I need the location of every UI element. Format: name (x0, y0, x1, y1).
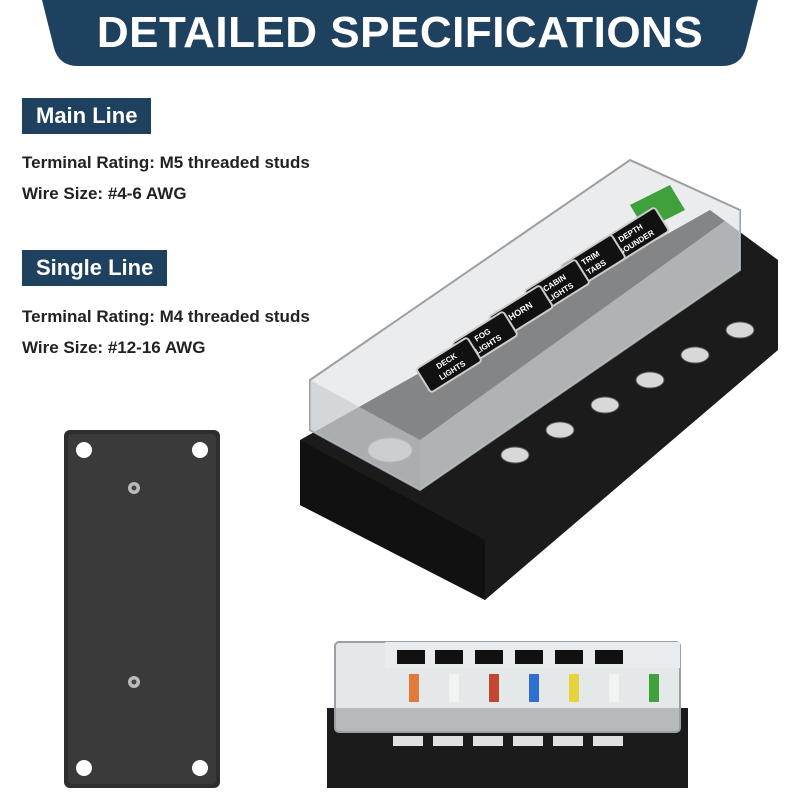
single-line-terminal-rating: Terminal Rating: M4 threaded studs (22, 307, 310, 326)
fuse-block-bottom-view (64, 430, 220, 788)
fuse-block-front-view (327, 641, 688, 788)
header-banner: DETAILED SPECIFICATIONS (42, 0, 758, 66)
mount-hole-icon (76, 760, 92, 776)
fuse-block-angled-view (300, 158, 778, 600)
mount-hole-icon (76, 442, 92, 458)
main-line-label: Main Line (22, 98, 152, 134)
single-line-label: Single Line (22, 250, 168, 286)
mount-hole-icon (192, 442, 208, 458)
main-line-terminal-rating: Terminal Rating: M5 threaded studs (22, 153, 310, 172)
banner-shape (42, 0, 758, 66)
main-line-wire-size: Wire Size: #4-6 AWG (22, 184, 187, 203)
page-title: DETAILED SPECIFICATIONS (96, 8, 704, 57)
mount-hole-icon (192, 760, 208, 776)
single-line-wire-size: Wire Size: #12-16 AWG (22, 338, 206, 357)
